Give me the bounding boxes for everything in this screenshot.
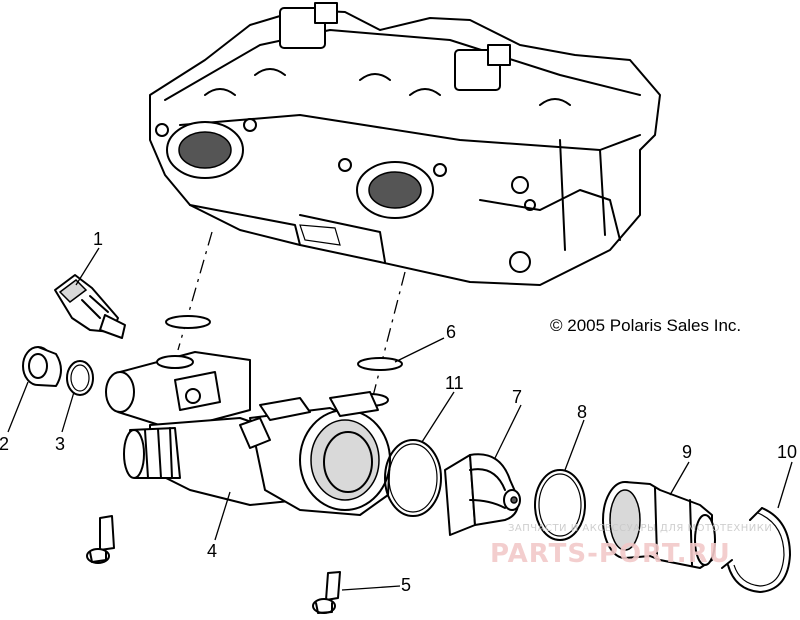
callout-7: 7 <box>512 387 522 407</box>
outlet-fitting <box>602 481 716 569</box>
callout-11: 11 <box>445 373 464 393</box>
copyright-notice: © 2005 Polaris Sales Inc. <box>550 316 741 335</box>
o-ring-lower <box>357 357 403 371</box>
centerline-left <box>177 231 213 351</box>
watermark-site: PARTS-PORT.RU <box>490 539 731 569</box>
callout-10: 10 <box>777 442 797 462</box>
o-ring-upper <box>165 315 211 329</box>
callout-labels: 1 2 3 4 5 6 7 8 9 10 11 <box>0 229 797 595</box>
seal-ring <box>534 469 586 541</box>
bolt-lower <box>312 571 341 614</box>
o-ring-thermostat <box>384 439 442 517</box>
callout-6: 6 <box>446 322 456 342</box>
plug <box>22 346 62 387</box>
cylinder-head <box>149 2 661 286</box>
callout-9: 9 <box>682 442 692 462</box>
watermark: ЗАПЧАСТИ И АКСЕССУАРЫ ДЛЯ МОТОТЕХНИКИ PA… <box>490 523 772 569</box>
callout-1: 1 <box>93 229 103 249</box>
callout-3: 3 <box>55 434 65 454</box>
coolant-manifold <box>105 351 391 516</box>
temperature-sensor <box>54 274 126 339</box>
callout-5: 5 <box>401 575 411 595</box>
o-ring-plug <box>66 360 94 396</box>
watermark-tagline: ЗАПЧАСТИ И АКСЕССУАРЫ ДЛЯ МОТОТЕХНИКИ <box>508 523 772 534</box>
callout-2: 2 <box>0 434 9 454</box>
thermostat <box>444 453 521 536</box>
callout-4: 4 <box>207 541 217 561</box>
leader-lines <box>7 247 793 591</box>
retaining-clip <box>721 507 791 593</box>
callout-8: 8 <box>577 402 587 422</box>
centerline-right <box>371 271 406 401</box>
bolt-upper <box>86 515 115 564</box>
